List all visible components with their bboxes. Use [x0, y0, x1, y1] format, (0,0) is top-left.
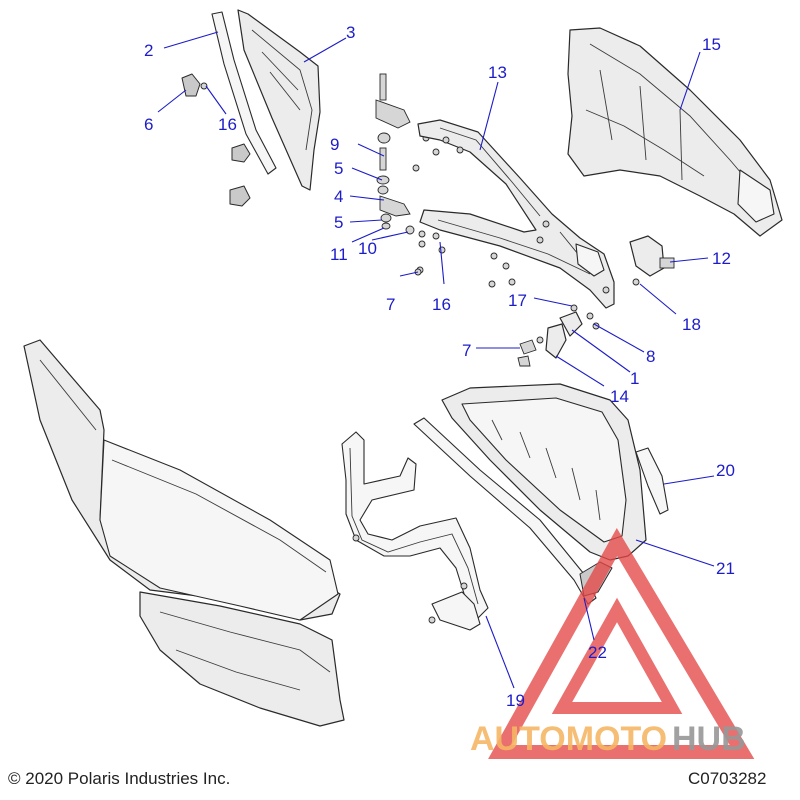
- callout-18: 18: [682, 315, 701, 334]
- callout-2: 2: [144, 41, 153, 60]
- part-12-latch-handle: [629, 235, 675, 277]
- callout-5b: 5: [334, 213, 343, 232]
- callout-3: 3: [346, 23, 355, 42]
- callout-15: 15: [702, 35, 721, 54]
- watermark-triangle-inner: [551, 597, 683, 714]
- part-18-screw: [632, 278, 640, 286]
- part-14-bracket: [517, 311, 600, 367]
- callout-5a: 5: [334, 159, 343, 178]
- part-15-upper-door-panel: [567, 27, 783, 237]
- callout-11: 11: [330, 245, 348, 264]
- watermark-triangle-outer: [488, 527, 755, 759]
- callout-19: 19: [506, 691, 525, 710]
- callout-16b: 16: [432, 295, 451, 314]
- part-20-lower-inner-panel: [441, 383, 647, 561]
- watermark-brand-auto: AUTOMOTO: [470, 720, 667, 758]
- part-21-weatherstrip: [635, 447, 669, 515]
- callout-9: 10: [358, 239, 377, 258]
- hinge-hardware-stack: [375, 73, 446, 274]
- callout-14: 14: [610, 387, 629, 406]
- part-13-door-frame: [417, 119, 615, 309]
- copyright-notice: © 2020 Polaris Industries Inc.: [8, 769, 230, 788]
- callout-16a: 16: [218, 115, 237, 134]
- callout-10: 9: [330, 135, 339, 154]
- callout-22: 22: [588, 643, 607, 662]
- callout-20: 21: [716, 559, 735, 578]
- callout-4: 4: [334, 187, 343, 206]
- lower-door-outer-panel: [23, 339, 345, 727]
- part-2-seal-strip: [211, 11, 277, 175]
- watermark-brand-hub: HUB: [672, 720, 746, 758]
- part-19-lower-door-frame: [341, 431, 489, 631]
- part-3-upper-panel: [237, 9, 321, 191]
- diagram-code: C0703282: [688, 769, 766, 788]
- watermark-logo: AUTOMOTO HUB: [470, 527, 755, 759]
- callout-7b: 7: [462, 341, 471, 360]
- part-16-screw-upper: [200, 82, 208, 90]
- callout-8: 8: [646, 347, 655, 366]
- callout-21: 20: [716, 461, 735, 480]
- callout-numbers: 2 3 6 16 9 5 4 5 11 10 7 16 13 15 12 18 …: [144, 23, 735, 710]
- callout-13: 13: [488, 63, 507, 82]
- callout-12: 12: [712, 249, 731, 268]
- lower-seal-strip: [413, 417, 597, 605]
- part-6-clip: [181, 73, 201, 97]
- leader-lines: [157, 31, 715, 689]
- callout-7a: 7: [386, 295, 395, 314]
- callout-1: 1: [630, 369, 639, 388]
- callout-17: 17: [508, 291, 527, 310]
- upper-clips: [229, 143, 251, 207]
- callout-6: 6: [144, 115, 153, 134]
